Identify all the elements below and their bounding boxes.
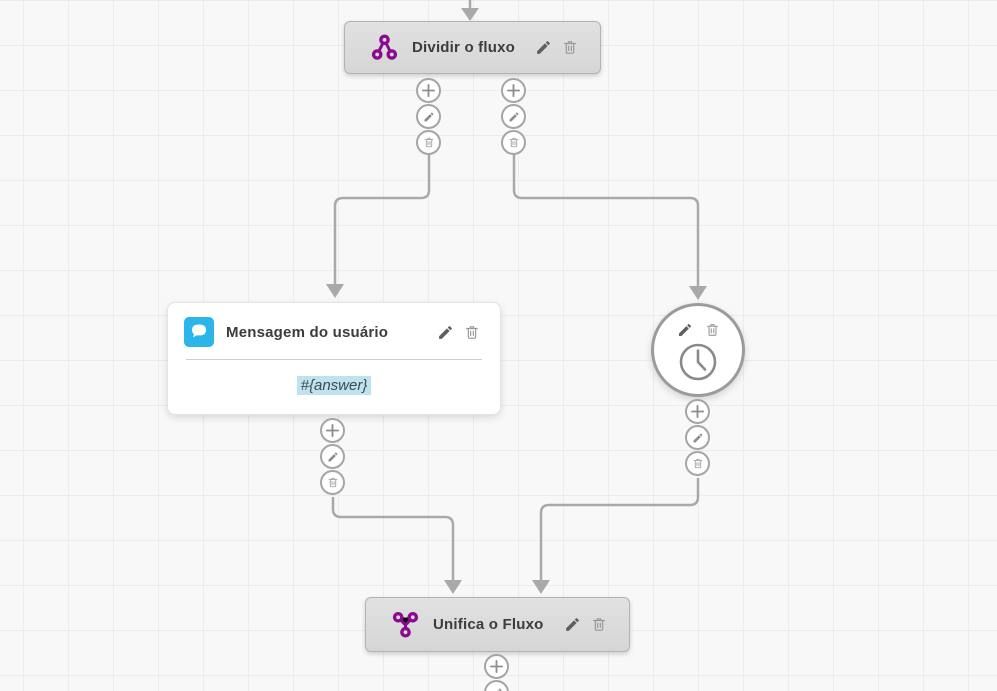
merge-node-header: Unifica o Fluxo: [366, 611, 629, 638]
split-flow-icon: [371, 34, 398, 61]
delete-port-button[interactable]: [501, 130, 526, 155]
message-node-body: #{answer}: [168, 360, 500, 411]
port-stack-message-output: [320, 418, 345, 495]
split-node-header: Dividir o fluxo: [345, 34, 600, 61]
node-split-flow[interactable]: Dividir o fluxo: [344, 21, 601, 74]
node-user-message[interactable]: Mensagem do usuário #{answer}: [167, 302, 501, 415]
connector-into-split: [461, 0, 479, 21]
delete-port-button[interactable]: [685, 451, 710, 476]
connector-wait-to-merge: [532, 478, 700, 594]
merge-flow-icon: [392, 611, 419, 638]
wait-node-actions: [677, 322, 720, 338]
node-merge-flow[interactable]: Unifica o Fluxo: [365, 597, 630, 652]
edit-node-button[interactable]: [677, 322, 693, 338]
add-port-button[interactable]: [501, 78, 526, 103]
node-wait[interactable]: [651, 303, 745, 397]
edit-node-button[interactable]: [535, 39, 552, 56]
delete-node-button[interactable]: [562, 39, 578, 56]
message-node-divider: [186, 359, 482, 360]
connector-split-to-wait: [512, 154, 707, 300]
port-stack-split-output-1: [416, 78, 441, 155]
edit-node-button[interactable]: [564, 616, 581, 633]
edit-node-button[interactable]: [437, 324, 454, 341]
clock-icon: [677, 341, 719, 383]
add-port-button[interactable]: [685, 399, 710, 424]
port-stack-split-output-2: [501, 78, 526, 155]
edit-port-button[interactable]: [685, 425, 710, 450]
delete-node-button[interactable]: [591, 616, 607, 633]
delete-port-button[interactable]: [416, 130, 441, 155]
edit-port-button[interactable]: [501, 104, 526, 129]
message-node-title: Mensagem do usuário: [226, 323, 389, 341]
split-node-title: Dividir o fluxo: [412, 39, 516, 56]
merge-node-title: Unifica o Fluxo: [433, 616, 544, 633]
delete-node-button[interactable]: [705, 322, 720, 338]
delete-port-button[interactable]: [320, 470, 345, 495]
connector-split-to-message: [326, 154, 431, 298]
port-stack-wait-output: [685, 399, 710, 476]
chat-bubble-icon: [184, 317, 214, 347]
add-port-button[interactable]: [484, 654, 509, 679]
connector-message-to-merge: [331, 497, 462, 594]
variable-token: #{answer}: [296, 376, 372, 395]
message-node-header: Mensagem do usuário: [168, 303, 500, 359]
edit-port-button[interactable]: [484, 680, 509, 691]
delete-node-button[interactable]: [464, 324, 480, 341]
edit-port-button[interactable]: [320, 444, 345, 469]
add-port-button[interactable]: [320, 418, 345, 443]
edit-port-button[interactable]: [416, 104, 441, 129]
port-stack-merge-output: [484, 654, 509, 691]
add-port-button[interactable]: [416, 78, 441, 103]
